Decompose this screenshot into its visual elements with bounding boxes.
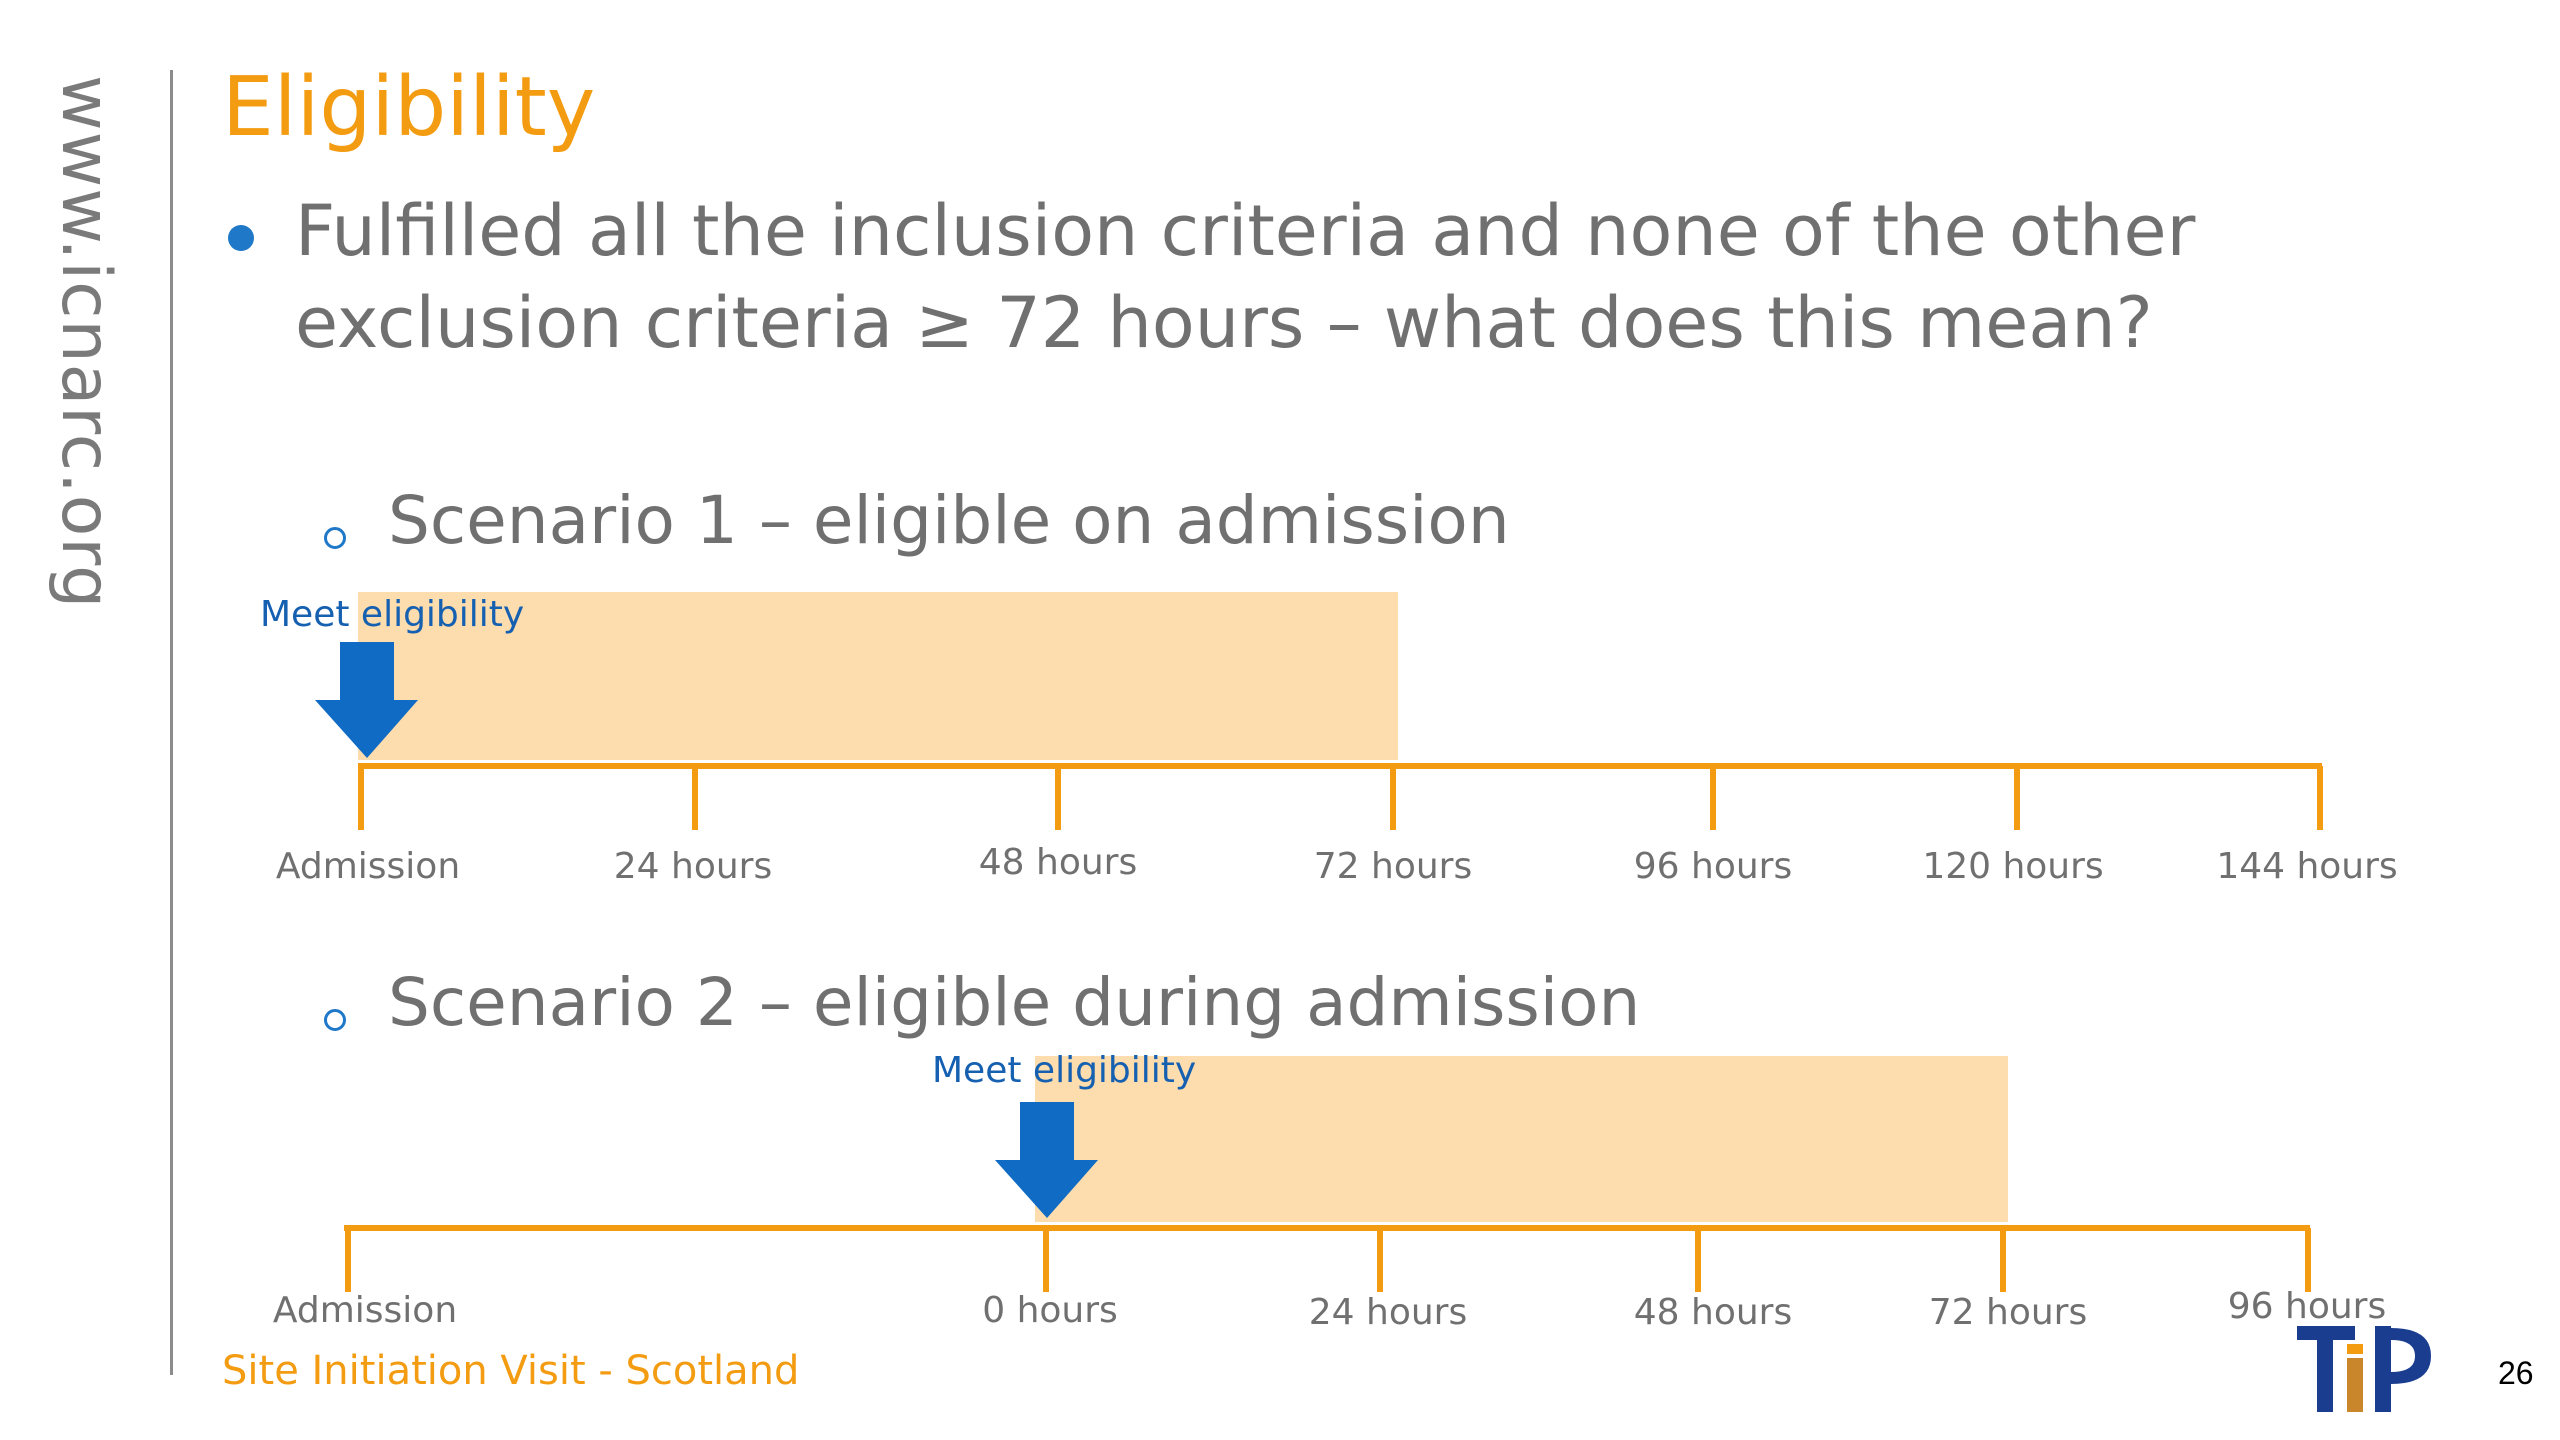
- eligibility-window-1: [358, 592, 1398, 760]
- tick-label-1-2: 48 hours: [979, 842, 1137, 883]
- footer-text: Site Initiation Visit - Scotland: [222, 1348, 800, 1394]
- bullet-dot: [228, 225, 254, 251]
- down-arrow-icon: [315, 642, 418, 758]
- down-arrow-icon: [995, 1102, 1098, 1218]
- tick-label-2-5: 96 hours: [2228, 1286, 2386, 1327]
- tick-label-1-0: Admission: [276, 846, 460, 887]
- tick-label-1-6: 144 hours: [2216, 846, 2397, 887]
- meet-eligibility-label-1: Meet eligibility: [260, 594, 524, 635]
- tick-label-1-5: 120 hours: [1922, 846, 2103, 887]
- bullet-text: Fulfilled all the inclusion criteria and…: [295, 190, 2196, 364]
- tick-label-1-4: 96 hours: [1634, 846, 1792, 887]
- tick-label-2-3: 48 hours: [1634, 1292, 1792, 1333]
- scenario-2-timeline: Admission 0 hours 24 hours 48 hours 72 h…: [273, 1050, 2386, 1333]
- scenario-1-timeline: Admission 24 hours 48 hours 72 hours 96 …: [260, 592, 2398, 887]
- sidebar-divider: [170, 70, 173, 1375]
- page-number: 26: [2498, 1355, 2534, 1391]
- sub-bullet-ring-2: [324, 1009, 346, 1031]
- tick-label-2-0: Admission: [273, 1290, 457, 1331]
- tick-label-2-4: 72 hours: [1929, 1292, 2087, 1333]
- eligibility-window-2: [1035, 1056, 2008, 1222]
- sub-bullet-ring-1: [324, 527, 346, 549]
- scenario-1-heading: Scenario 1 – eligible on admission: [388, 482, 1510, 559]
- meet-eligibility-label-2: Meet eligibility: [932, 1050, 1196, 1091]
- scenario-2-heading: Scenario 2 – eligible during admission: [388, 964, 1641, 1041]
- tick-label-2-2: 24 hours: [1309, 1292, 1467, 1333]
- tick-label-1-3: 72 hours: [1314, 846, 1472, 887]
- tick-label-2-1: 0 hours: [982, 1290, 1118, 1331]
- slide-title: Eligibility: [222, 60, 596, 155]
- tip-logo: [2297, 1326, 2431, 1412]
- tick-label-1-1: 24 hours: [614, 846, 772, 887]
